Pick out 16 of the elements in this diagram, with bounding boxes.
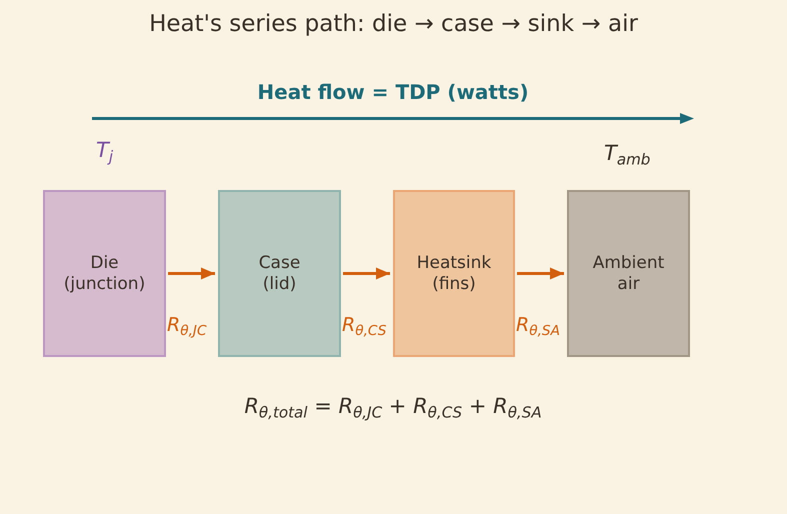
stage-box <box>43 190 166 357</box>
formula-label: R$_{θ,total}$ = R$_{θ,JC}$ + R$_{θ,CS}$ + R$_{θ,SA}$ <box>243 394 543 422</box>
box-label: Case (lid) <box>258 253 302 294</box>
box-label: Heatsink (fins) <box>416 253 492 294</box>
stage-box <box>567 190 690 357</box>
box-label: Die (junction) <box>62 253 146 294</box>
box-label: Ambient air <box>592 253 666 294</box>
arrow <box>343 268 390 280</box>
stage-box <box>393 190 515 357</box>
arrow <box>168 268 215 280</box>
heat-flow-label: Heat flow = TDP (watts) <box>256 80 530 104</box>
arrow <box>517 268 564 280</box>
diagram-title: Heat's series path: die → case → sink → air <box>148 11 639 37</box>
stage-box <box>218 190 341 357</box>
temperature-label: T$_{j}$ <box>96 138 114 166</box>
temperature-label: T$_{amb}$ <box>604 141 650 169</box>
